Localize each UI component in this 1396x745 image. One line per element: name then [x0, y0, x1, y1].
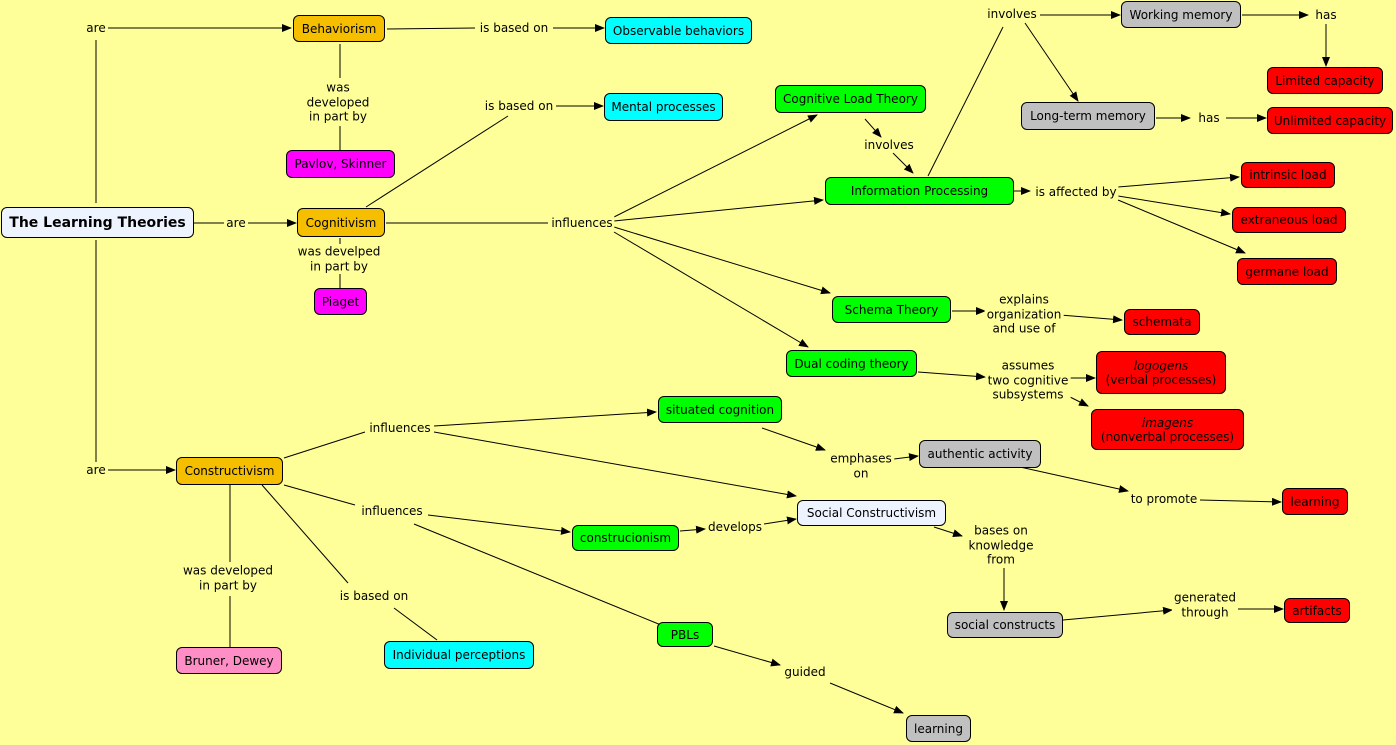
concept-situated-cognition[interactable]: situated cognition: [658, 396, 782, 423]
concept-constructivism[interactable]: Constructivism: [176, 457, 283, 485]
link-label-involves: involves: [862, 137, 916, 153]
concept-intrinsic-load[interactable]: intrinsic load: [1241, 162, 1335, 188]
concept-long-term-memory[interactable]: Long-term memory: [1021, 102, 1155, 130]
link-label-assumes: assumes two cognitive subsystems: [985, 358, 1071, 402]
link-label-is-affected-by: is affected by: [1033, 184, 1119, 200]
concept-artifacts[interactable]: artifacts: [1284, 598, 1350, 623]
link-label-influences: influences: [367, 420, 433, 436]
concept-label: learning: [1290, 494, 1340, 509]
concept-the-learning-theories[interactable]: The Learning Theories: [1, 207, 194, 238]
concept-label: Piaget: [321, 294, 360, 309]
link-label-are: are: [84, 20, 108, 36]
link-label-are: are: [224, 215, 248, 231]
concept-behaviorism[interactable]: Behaviorism: [293, 15, 385, 42]
concept-mental-processes[interactable]: Mental processes: [604, 93, 723, 121]
concept-extraneous-load[interactable]: extraneous load: [1232, 207, 1346, 233]
concept-schema-theory[interactable]: Schema Theory: [832, 296, 951, 323]
link-label-is-based-on: is based on: [482, 98, 556, 114]
concept-label: Pavlov, Skinner: [294, 157, 387, 171]
concept-label: Mental processes: [611, 100, 716, 114]
concept-label: Schema Theory: [844, 302, 939, 317]
concept-piaget[interactable]: Piaget: [314, 288, 367, 315]
concept-label: artifacts: [1292, 603, 1342, 618]
concept-information-processing[interactable]: Information Processing: [825, 177, 1014, 205]
concept-label: construcionism: [579, 531, 672, 545]
concept-label: Limited capacity: [1275, 73, 1375, 88]
concept-label: germane load: [1245, 264, 1329, 279]
link-label-emphases-on: emphases on: [828, 451, 894, 481]
concept-label: Social Constructivism: [806, 506, 937, 520]
concept-label: social constructs: [954, 618, 1056, 632]
concept-bruner-dewey[interactable]: Bruner, Dewey: [176, 647, 282, 674]
concept-authentic-activity[interactable]: authentic activity: [919, 440, 1041, 468]
concept-observable-behaviors[interactable]: Observable behaviors: [605, 17, 752, 44]
concept-label: imagens: [1141, 415, 1194, 430]
link-label-influences: influences: [549, 215, 615, 231]
concept-label: Bruner, Dewey: [184, 653, 274, 668]
concept-label: PBLs: [670, 627, 700, 642]
concept-cognitive-load-theory[interactable]: Cognitive Load Theory: [775, 85, 926, 113]
concept-label: Cognitive Load Theory: [783, 92, 918, 106]
link-label-bases-on-knowledge-from: bases on knowledge from: [966, 523, 1036, 567]
concept-schemata[interactable]: schemata: [1124, 309, 1200, 335]
concept-individual-perceptions[interactable]: Individual perceptions: [384, 641, 534, 669]
concept-label: Working memory: [1129, 7, 1233, 22]
concept-social-constructivism[interactable]: Social Constructivism: [797, 500, 946, 526]
link-label-is-based-on: is based on: [477, 20, 551, 36]
link-label-influences: influences: [359, 503, 425, 519]
concept-label: Individual perceptions: [392, 648, 526, 662]
concept-social-constructs[interactable]: social constructs: [947, 612, 1063, 638]
link-label-develops: develops: [705, 519, 765, 535]
link-label-was-developed: was developed in part by: [180, 563, 276, 593]
concept-sublabel: (verbal processes): [1105, 372, 1217, 387]
concept-learning[interactable]: learning: [906, 715, 971, 742]
concept-label: extraneous load: [1240, 213, 1338, 227]
link-label-was-develped: was develped in part by: [295, 244, 383, 274]
concept-label: learning: [914, 721, 963, 736]
concept-label: Unlimited capacity: [1273, 113, 1387, 128]
concept-label: intrinsic load: [1249, 168, 1327, 182]
concept-label: Observable behaviors: [612, 23, 745, 38]
link-label-was-developed: was developed in part by: [304, 80, 372, 124]
concept-sublabel: (nonverbal processes): [1100, 429, 1235, 444]
concept-limited-capacity[interactable]: Limited capacity: [1267, 67, 1383, 94]
link-label-generated-through: generated through: [1172, 590, 1238, 620]
concept-germane-load[interactable]: germane load: [1237, 258, 1337, 285]
link-label-to-promote: to promote: [1128, 491, 1200, 507]
concept-label: Constructivism: [184, 464, 275, 478]
concept-pbls[interactable]: PBLs: [657, 622, 713, 647]
concept-unlimited-capacity[interactable]: Unlimited capacity: [1267, 107, 1393, 134]
concept-label: authentic activity: [927, 447, 1033, 461]
concept-label: situated cognition: [665, 402, 775, 417]
concept-construcionism[interactable]: construcionism: [572, 525, 679, 551]
concept-label: Cognitivism: [305, 215, 377, 230]
concept-label: Dual coding theory: [794, 356, 909, 371]
concept-label: Information Processing: [850, 184, 989, 198]
concept-label: The Learning Theories: [9, 214, 186, 231]
link-label-has: has: [1196, 110, 1222, 126]
concept-label: Long-term memory: [1030, 109, 1146, 123]
concept-pavlov-skinner[interactable]: Pavlov, Skinner: [286, 150, 395, 178]
link-label-is-based-on: is based on: [337, 588, 411, 604]
link-label-involves: involves: [985, 6, 1039, 22]
link-label-are: are: [84, 462, 108, 478]
concept-cognitivism[interactable]: Cognitivism: [297, 208, 385, 237]
concept-logogens[interactable]: logogens(verbal processes): [1096, 351, 1226, 394]
concept-learning[interactable]: learning: [1282, 488, 1348, 515]
concept-imagens[interactable]: imagens(nonverbal processes): [1091, 409, 1244, 450]
link-label-explains: explains organization and use of: [984, 292, 1064, 336]
concept-label: logogens: [1133, 358, 1189, 373]
link-label-guided: guided: [782, 664, 828, 680]
concept-working-memory[interactable]: Working memory: [1121, 1, 1241, 28]
link-label-has: has: [1313, 7, 1339, 23]
concept-dual-coding-theory[interactable]: Dual coding theory: [786, 350, 917, 377]
concept-label: schemata: [1132, 315, 1192, 329]
concept-label: Behaviorism: [301, 21, 377, 36]
